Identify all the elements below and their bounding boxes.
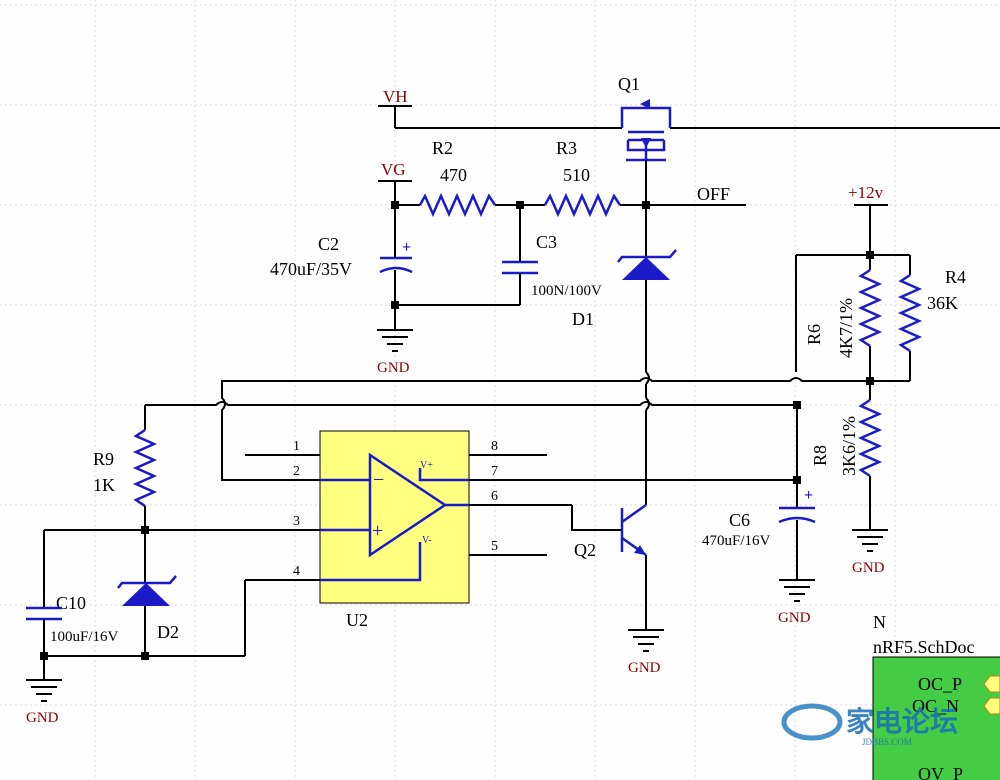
r3-resistor[interactable]: R3 510: [543, 138, 746, 218]
r9-ref: R9: [93, 449, 114, 469]
gnd-symbol-c6[interactable]: GND: [778, 579, 815, 626]
u2-pin-4: 4: [293, 564, 300, 579]
u2-ref: U2: [346, 610, 368, 630]
feedback-wire[interactable]: [221, 377, 870, 481]
watermark-text: 家电论坛: [846, 705, 958, 738]
r8-ref: R8: [810, 445, 830, 466]
vg-label: VG: [381, 160, 406, 179]
sheet-filename: nRF5.SchDoc: [873, 637, 975, 657]
c10-ref: C10: [56, 593, 86, 613]
u2-pin-1: 1: [293, 439, 300, 454]
u2-pin-5: 5: [491, 539, 498, 554]
u2-pin-3: 3: [293, 514, 300, 529]
gnd-symbol-c10[interactable]: GND: [26, 679, 62, 726]
r4-value: 36K: [927, 293, 958, 313]
sheet-port-ov-p: OV_P: [918, 764, 963, 780]
gnd-label-c10: GND: [26, 710, 59, 726]
c6-ref: C6: [729, 510, 750, 530]
c2-capacitor[interactable]: C2 470uF/35V +: [270, 234, 520, 330]
p12v-label: +12v: [848, 183, 884, 202]
gnd-symbol-r8[interactable]: GND: [852, 529, 888, 576]
r9-value: 1K: [93, 475, 115, 495]
gnd-label-c6: GND: [778, 610, 811, 626]
vh-power-port[interactable]: VH: [378, 87, 412, 128]
u2-vminus: V-: [422, 535, 432, 546]
r2-value: 470: [440, 165, 467, 185]
q1-ref: Q1: [618, 74, 640, 94]
c6-value: 470uF/16V: [702, 533, 771, 549]
gnd-symbol-1[interactable]: GND: [377, 329, 413, 376]
sheet-symbol-nrf5[interactable]: N nRF5.SchDoc OC_P OC_N OV_P: [872, 612, 1000, 780]
d2-diode[interactable]: D2: [117, 575, 179, 656]
u2-pin-6: 6: [491, 489, 498, 504]
gnd-label-1: GND: [377, 360, 410, 376]
r8-value: 3K6/1%: [839, 416, 859, 476]
c3-ref: C3: [536, 232, 557, 252]
gnd-label-r8: GND: [852, 560, 885, 576]
c10-value: 100uF/16V: [50, 629, 119, 645]
u2-pin-2: 2: [293, 464, 300, 479]
u2-vplus: V+: [420, 460, 433, 471]
r6-resistor[interactable]: R6 4K7/1%: [804, 268, 883, 400]
d1-ref: D1: [572, 309, 594, 329]
gnd-symbol-q2[interactable]: GND: [628, 629, 664, 676]
c3-capacitor[interactable]: C3 100N/100V: [502, 205, 602, 305]
svg-text:−: −: [373, 469, 384, 491]
r8-resistor[interactable]: R8 3K6/1%: [810, 398, 883, 530]
svg-text:+: +: [804, 487, 813, 504]
sheet-port-oc-p: OC_P: [918, 674, 962, 694]
c2-value: 470uF/35V: [270, 259, 352, 279]
r6-ref: R6: [804, 324, 824, 345]
vg-power-port[interactable]: VG: [378, 160, 412, 240]
u2-opamp[interactable]: U2 1 2 3 4 5 6 7 8 − + V+ V-: [245, 430, 572, 630]
net-label-off: OFF: [697, 184, 730, 204]
svg-text:+: +: [372, 520, 383, 542]
watermark-logo: 家电论坛 JDBBS.COM: [781, 703, 958, 747]
watermark-sub: JDBBS.COM: [862, 737, 912, 747]
r2-resistor[interactable]: R2 470: [395, 138, 545, 218]
sheet-designator: N: [873, 612, 886, 632]
r9-resistor[interactable]: R9 1K: [93, 405, 158, 583]
r3-value: 510: [563, 165, 590, 185]
gnd-label-q2: GND: [628, 660, 661, 676]
svg-text:+: +: [402, 239, 411, 256]
c6-capacitor[interactable]: C6 470uF/16V +: [702, 480, 816, 580]
d2-ref: D2: [157, 622, 179, 642]
c10-capacitor[interactable]: C10 100uF/16V: [26, 530, 119, 680]
q2-transistor[interactable]: Q2: [571, 503, 647, 630]
p12v-power-port[interactable]: +12v: [848, 183, 888, 270]
c2-ref: C2: [318, 234, 339, 254]
vh-label: VH: [383, 87, 408, 106]
u2-pin-7: 7: [491, 464, 498, 479]
q2-ref: Q2: [574, 540, 596, 560]
q1-mosfet[interactable]: Q1: [618, 74, 672, 205]
r3-ref: R3: [556, 138, 577, 158]
u2-pin-8: 8: [491, 439, 498, 454]
d1-diode[interactable]: D1: [572, 205, 677, 505]
ref-wire[interactable]: [145, 401, 798, 480]
sheet-port-oc-n: OC_N: [912, 696, 959, 716]
r2-ref: R2: [432, 138, 453, 158]
r4-resistor[interactable]: R4 36K: [870, 267, 966, 382]
r6-value: 4K7/1%: [836, 298, 856, 358]
c3-value: 100N/100V: [531, 283, 602, 299]
r4-ref: R4: [945, 267, 966, 287]
